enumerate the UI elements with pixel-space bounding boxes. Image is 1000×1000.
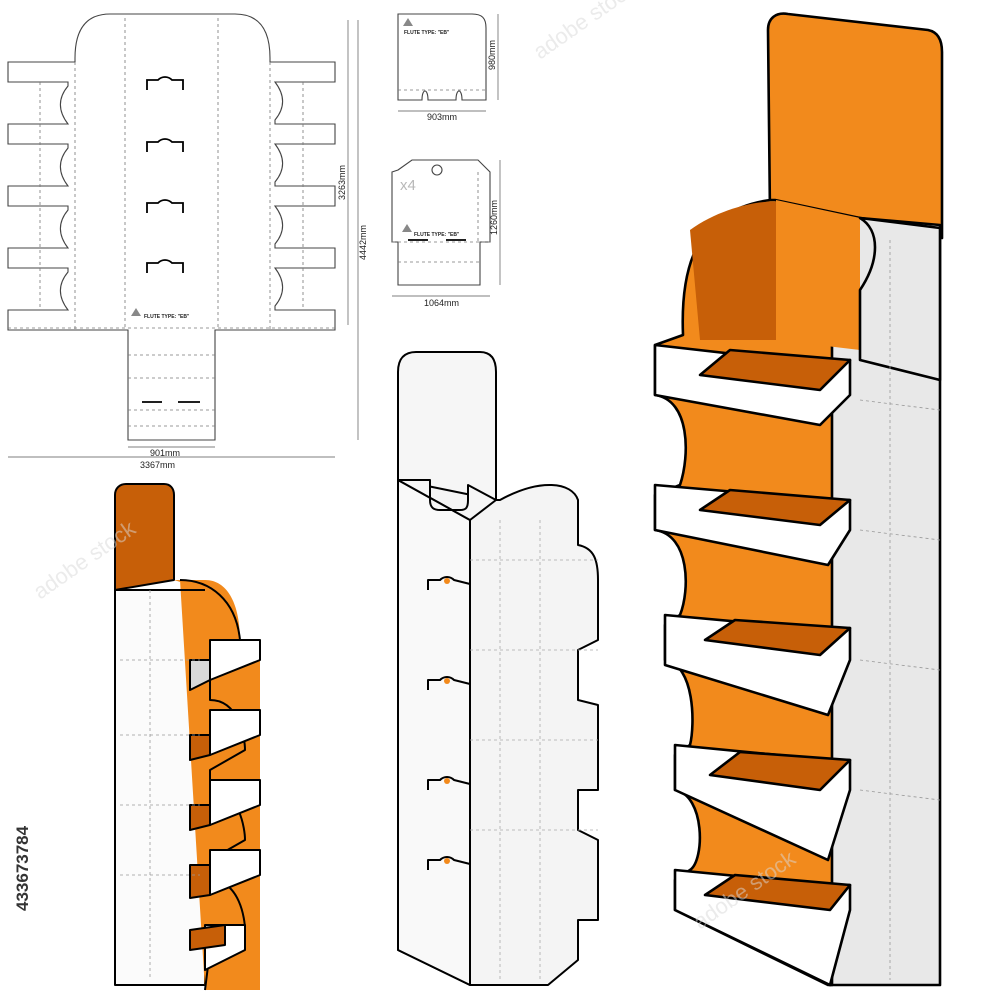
dieline-height-short: 3263mm bbox=[337, 165, 347, 200]
header-card-width: 903mm bbox=[427, 112, 457, 122]
shelf-tray-height: 1260mm bbox=[489, 200, 499, 235]
header-card-dieline bbox=[397, 13, 499, 112]
dieline-outline bbox=[7, 13, 336, 441]
shelf-tray-count: x4 bbox=[400, 177, 416, 194]
stock-id: 433673784 bbox=[13, 825, 32, 911]
header-card-height: 980mm bbox=[487, 40, 497, 70]
dieline-height-total: 4442mm bbox=[358, 225, 368, 260]
shelf-tray-width: 1064mm bbox=[424, 298, 459, 308]
flat-dieline: FLUTE TYPE: "EB" bbox=[7, 13, 359, 458]
large-stand bbox=[653, 12, 944, 987]
dieline-width-base: 901mm bbox=[150, 448, 180, 458]
header-card-flute-label: FLUTE TYPE: "EB" bbox=[404, 30, 450, 36]
middle-stand bbox=[397, 351, 599, 986]
dieline-width-total: 3367mm bbox=[140, 460, 175, 470]
dieline-flute-label: FLUTE TYPE: "EB" bbox=[144, 314, 190, 320]
svg-text:adobe stock: adobe stock bbox=[529, 0, 641, 64]
stock-id-label: 433673784 bbox=[13, 825, 32, 911]
shelf-tray-flute-label: FLUTE TYPE: "EB" bbox=[414, 232, 460, 238]
shelf-tray-dieline bbox=[391, 159, 501, 297]
small-stand bbox=[114, 483, 261, 991]
